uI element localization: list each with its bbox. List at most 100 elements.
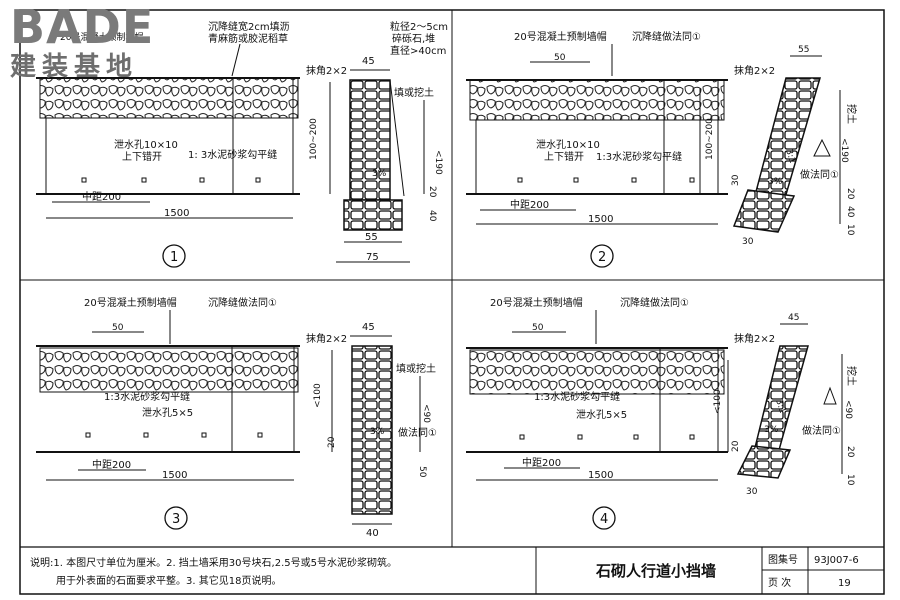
p1-chamfer-label: 抹角2×2 (306, 64, 347, 77)
p2-h10: 10 (845, 224, 855, 236)
p1-elevation-stone (39, 77, 299, 119)
p2-h20: 20 (845, 188, 855, 200)
p2-stagger-label: 上下错开 (544, 150, 584, 163)
p2-hole-label: 泄水孔10×10 (536, 138, 600, 151)
p3-h90: <90 (421, 404, 431, 423)
p1-joint-label-line2: 青麻筋或胶泥稻草 (208, 32, 288, 45)
p2-cap-dim: 50 (554, 53, 566, 63)
p2-chamfer-label: 抹角2×2 (734, 64, 775, 77)
p2-elevation-stone (469, 79, 725, 121)
p3-chamfer-label: 抹角2×2 (306, 332, 347, 345)
p1-gravel-label-2: 碎砾石,堆 (392, 32, 435, 45)
p2-joint-label: 沉降缝做法同① (632, 30, 701, 43)
page-value: 19 (838, 578, 851, 589)
p3-number: 3 (172, 512, 180, 527)
p1-length-dim: 1500 (164, 208, 189, 219)
p4-method-label: 做法同① (802, 424, 841, 437)
p1-number-circle (162, 244, 186, 268)
p4-h100: <100 (713, 389, 723, 414)
watermark-brand: BADE (10, 0, 155, 54)
p2-length-dim: 1500 (588, 214, 613, 225)
p1-height-dim: 100~200 (309, 118, 319, 160)
p1-section-footing (343, 199, 403, 231)
p4-slope: 3% (764, 425, 779, 435)
p1-h20: 20 (427, 186, 437, 198)
p4-h20: 20 (845, 446, 855, 458)
p2-w30: 30 (731, 174, 741, 186)
p1-mortar-label: 1: 3水泥砂浆勾平缝 (188, 148, 277, 161)
p4-joint-label: 沉降缝做法同① (620, 296, 689, 309)
p4-section-footing (736, 445, 792, 479)
p2-spacing-label: 中距200 (510, 198, 549, 211)
p1-stagger-label: 上下错开 (122, 150, 162, 163)
p1-h190: <190 (433, 150, 443, 175)
p2-mortar-label: 1:3水泥砂浆勾平缝 (596, 150, 682, 163)
p1-h40: 40 (427, 210, 437, 222)
p3-h100: <100 (313, 383, 323, 408)
p2-section-footing (732, 189, 796, 233)
p4-h90: <90 (843, 400, 853, 419)
p3-method-label: 做法同① (398, 426, 437, 439)
p3-base-dim: 40 (366, 528, 379, 539)
p4-chamfer-label: 抹角2×2 (734, 332, 775, 345)
p4-ratio: 3:1 (773, 398, 787, 415)
p3-number-circle (164, 506, 188, 530)
p4-top-dim: 45 (788, 313, 799, 323)
p1-slope: 3% (372, 169, 387, 179)
title-block: 说明:1. 本图尺寸单位为厘米。2. 挡土墙采用30号块石,2.5号或5号水泥砂… (30, 547, 884, 594)
p1-gravel-label-1: 粒径2～5cm (390, 20, 448, 33)
p3-h50: 50 (417, 466, 427, 478)
p4-length-dim: 1500 (588, 470, 613, 481)
panel-2: 20号混凝土预制墙帽 沉降缝做法同① 50 泄水孔10×10 上下错开 1:3水… (466, 30, 858, 268)
p2-height-dim: 100~200 (705, 118, 715, 160)
p4-elevation-stone (469, 349, 725, 395)
p4-coping-label: 20号混凝土预制墙帽 (490, 296, 583, 309)
p2-slope: 3% (768, 177, 783, 187)
p1-coping-label-faded: 20号混凝土预制墙帽 (60, 31, 143, 43)
p1-base-dim-55: 55 (365, 232, 378, 243)
watermark-logo: BADE 建装基地 (6, 2, 176, 84)
p4-cap-dim: 50 (532, 323, 544, 333)
p2-base-30: 30 (742, 237, 754, 247)
p3-top-dim: 45 (362, 322, 375, 333)
panel-4: 20号混凝土预制墙帽 沉降缝做法同① 50 1:3水泥砂浆勾平缝 泄水孔5×5 … (466, 296, 858, 530)
p4-hole-label: 泄水孔5×5 (576, 408, 627, 421)
p3-h20: 20 (327, 436, 337, 448)
p3-hole-label: 泄水孔5×5 (142, 406, 193, 419)
watermark-cjk: 建装基地 (10, 52, 139, 82)
p1-gravel-label-3: 直径>40cm (390, 44, 446, 57)
p4-number-circle (592, 506, 616, 530)
p2-h40: 40 (845, 206, 855, 218)
p3-elevation-stone (39, 347, 299, 393)
notes-line-2: 用于外表面的石面要求平整。3. 其它见18页说明。 (56, 574, 281, 587)
p3-cap-dim: 50 (112, 323, 124, 333)
p2-h190: <190 (839, 138, 849, 163)
p2-method-label: 做法同① (800, 168, 839, 181)
panel-1: 20号混凝土预制墙帽 沉降缝宽2cm填沥 青麻筋或胶泥稻草 粒径2～5cm 碎砾… (36, 20, 448, 268)
atlas-value: 93J007-6 (814, 555, 859, 566)
p1-hole-label: 泄水孔10×10 (114, 138, 178, 151)
p3-slope: 3% (370, 427, 385, 437)
p1-section-wall (349, 79, 391, 201)
p1-base-dim-75: 75 (366, 252, 379, 263)
p3-joint-label: 沉降缝做法同① (208, 296, 277, 309)
p1-fill-label: 填或挖土 (394, 86, 434, 99)
p2-number: 2 (598, 250, 606, 265)
notes-line-1: 说明:1. 本图尺寸单位为厘米。2. 挡土墙采用30号块石,2.5号或5号水泥砂… (30, 556, 397, 569)
p3-fill-label: 填或挖土 (396, 362, 436, 375)
p3-length-dim: 1500 (162, 470, 187, 481)
p2-top-dim: 55 (798, 45, 809, 55)
atlas-label: 图集号 (768, 553, 798, 566)
p1-spacing-label: 中距200 (82, 190, 121, 203)
p3-coping-label: 20号混凝土预制墙帽 (84, 296, 177, 309)
p4-number: 4 (600, 512, 608, 527)
p4-mortar-label: 1:3水泥砂浆勾平缝 (534, 390, 620, 403)
p3-spacing-label: 中距200 (92, 458, 131, 471)
page-label: 页 次 (768, 576, 791, 589)
p4-w20: 20 (731, 440, 741, 452)
p4-spacing-label: 中距200 (522, 456, 561, 469)
p4-dig-label: 挖土 (845, 366, 858, 386)
panel-3: 20号混凝土预制墙帽 沉降缝做法同① 50 1:3水泥砂浆勾平缝 泄水孔5×5 … (36, 296, 437, 539)
p2-dig-label: 挖土 (845, 104, 858, 124)
